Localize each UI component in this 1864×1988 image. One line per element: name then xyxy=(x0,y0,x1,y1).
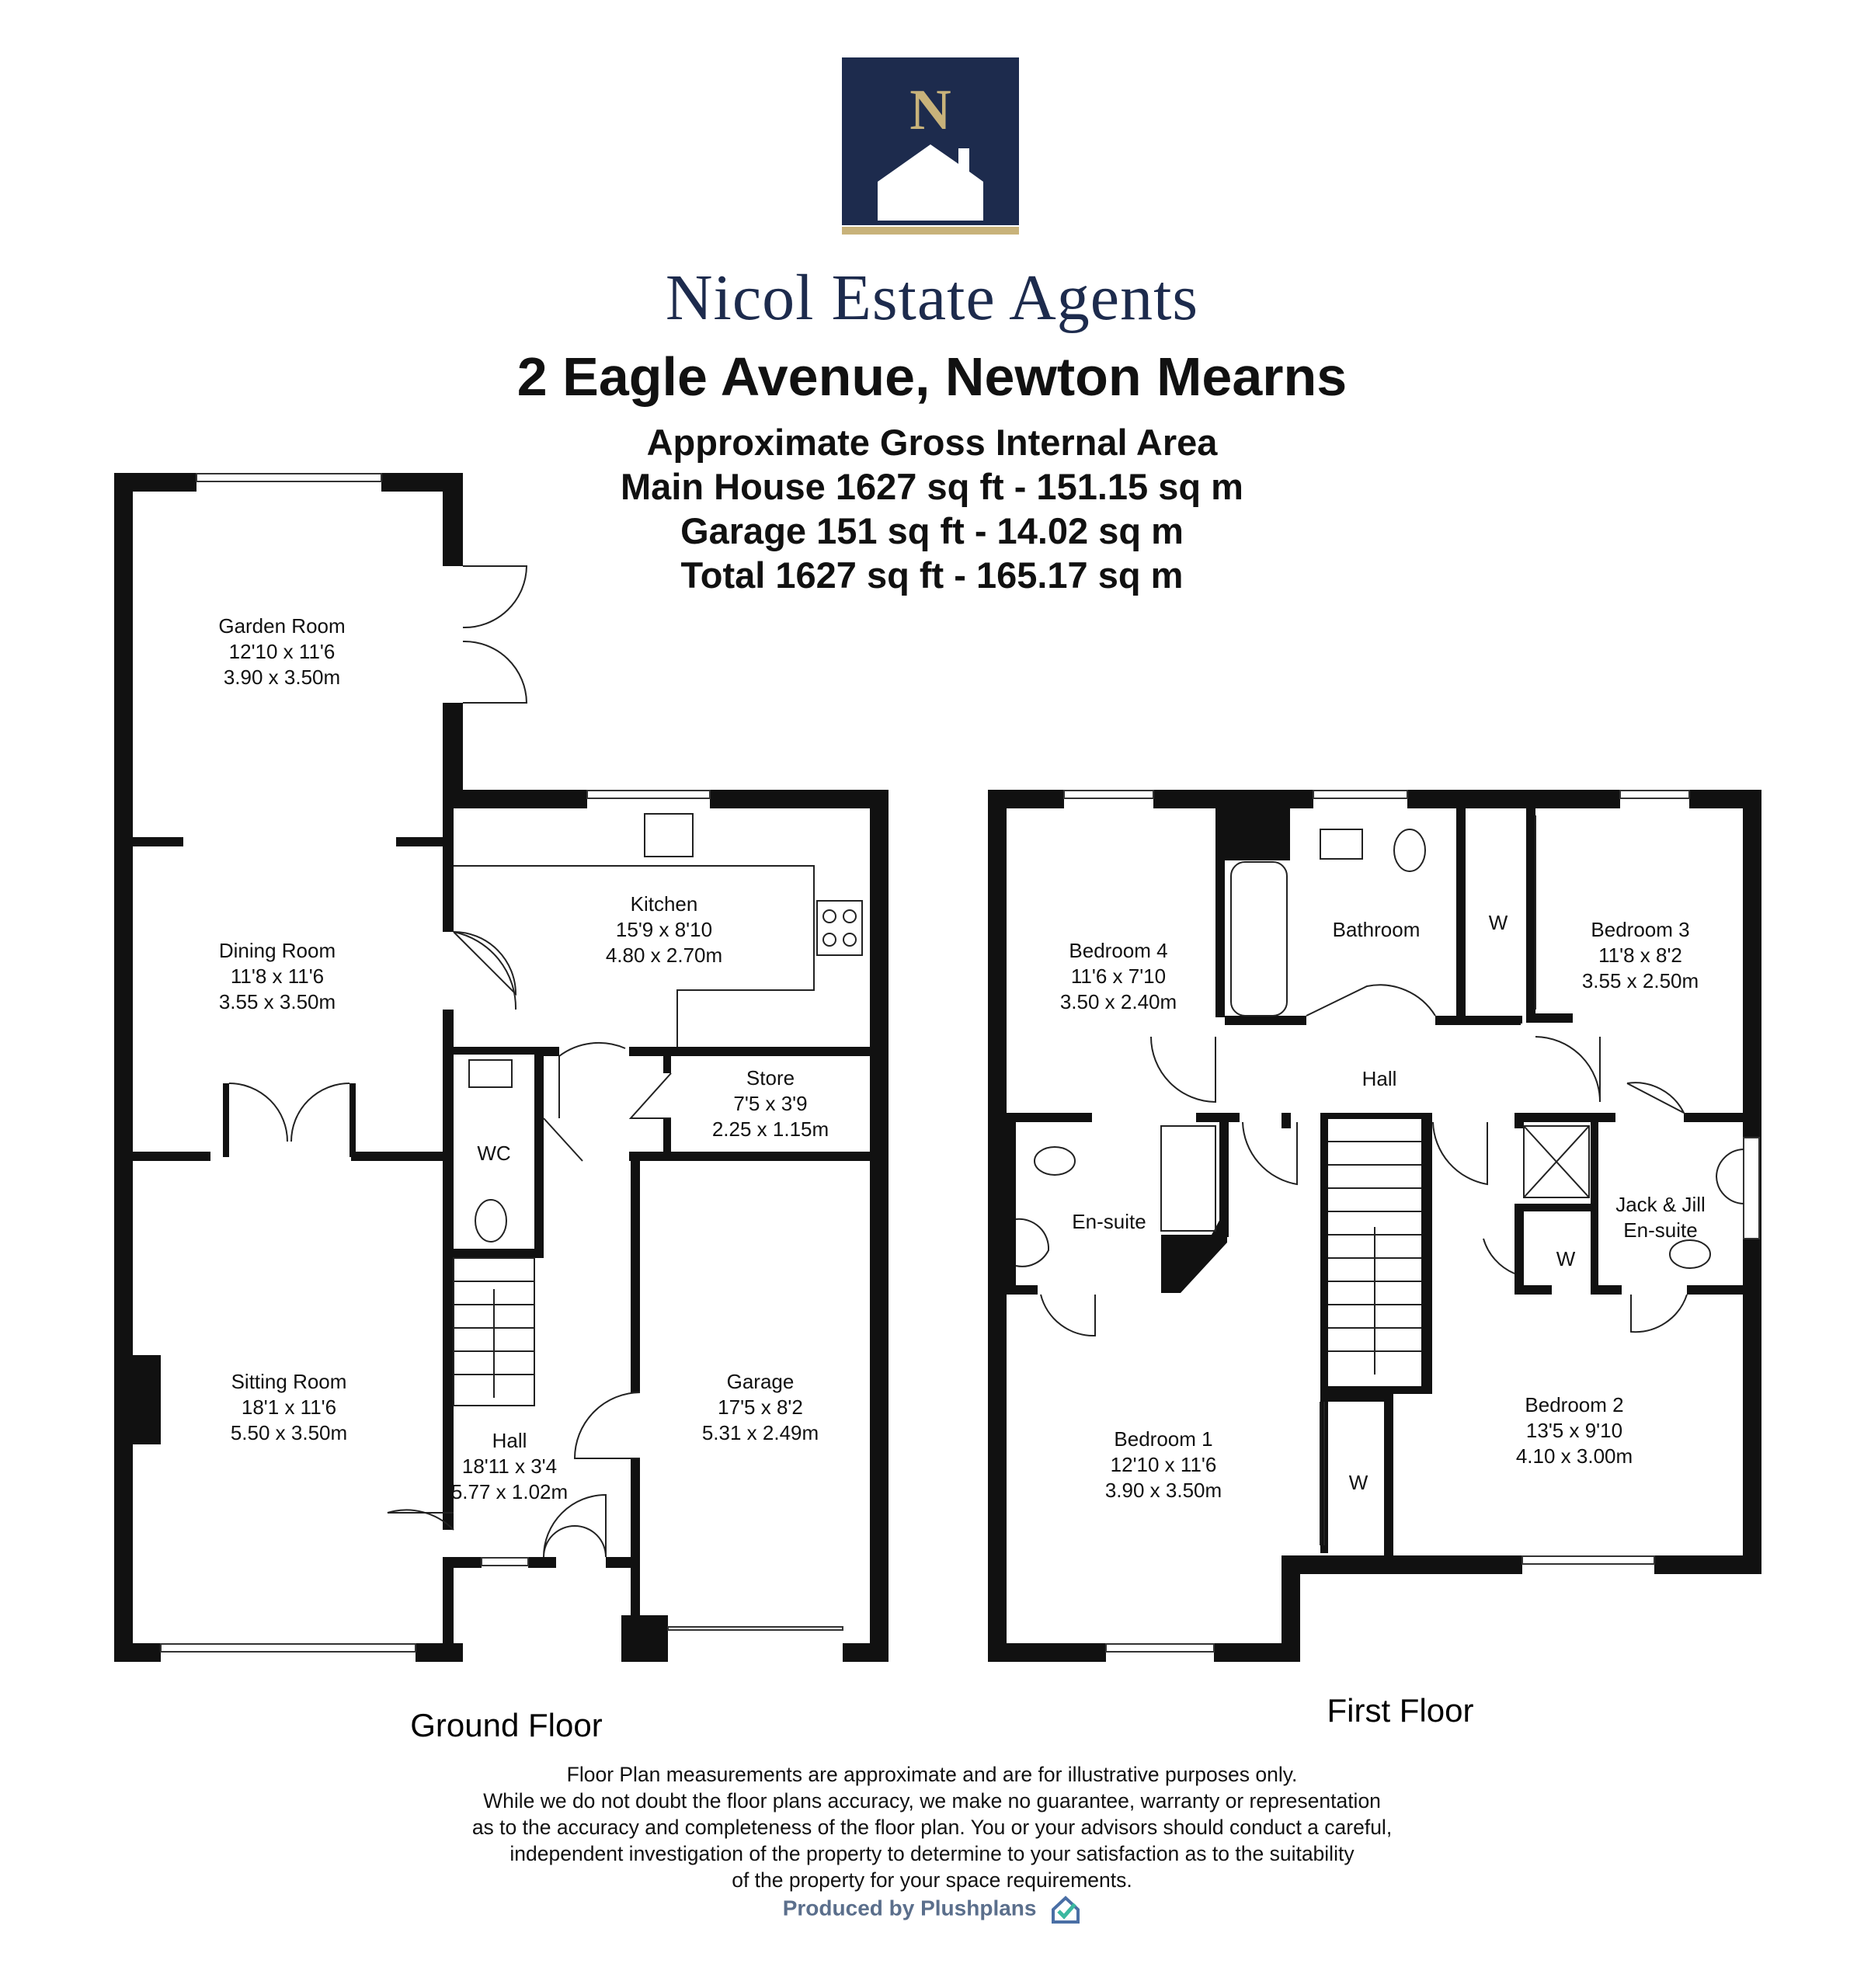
bedroom-3-imperial: 11'8 x 8'2 xyxy=(1598,944,1682,967)
produced-by: Produced by Plushplans xyxy=(0,1894,1864,1925)
garden-room-metric: 3.90 x 3.50m xyxy=(224,666,340,689)
disclaimer-line: Floor Plan measurements are approximate … xyxy=(566,1763,1298,1786)
produced-by-text: Produced by Plushplans xyxy=(782,1896,1037,1920)
bedroom-3-wardrobe-label: W xyxy=(1489,911,1508,934)
jack-jill-wardrobe-label: W xyxy=(1556,1247,1576,1270)
kitchen-metric: 4.80 x 2.70m xyxy=(606,944,722,967)
garage-imperial: 17'5 x 8'2 xyxy=(718,1395,803,1419)
bedroom-2-label: Bedroom 2 xyxy=(1525,1393,1623,1416)
area-main-house: Main House 1627 sq ft - 151.15 sq m xyxy=(621,466,1243,507)
bathroom-label: Bathroom xyxy=(1333,918,1421,941)
company-logo: N xyxy=(842,57,1019,225)
sitting-room-label: Sitting Room xyxy=(231,1370,347,1393)
jack-jill-label: Jack & Jill xyxy=(1615,1193,1706,1216)
kitchen-label: Kitchen xyxy=(631,892,698,916)
first-hall-label: Hall xyxy=(1362,1067,1397,1090)
garage-label: Garage xyxy=(727,1370,795,1393)
disclaimer-line: of the property for your space requireme… xyxy=(732,1868,1132,1892)
dining-room-metric: 3.55 x 3.50m xyxy=(219,990,336,1013)
ground-hall-imperial: 18'11 x 3'4 xyxy=(462,1455,557,1478)
bedroom-2-metric: 4.10 x 3.00m xyxy=(1516,1444,1633,1468)
jack-jill-sub-label: En-suite xyxy=(1623,1218,1697,1242)
store-label: Store xyxy=(746,1066,795,1090)
dining-room-imperial: 11'8 x 11'6 xyxy=(231,964,324,988)
ensuite-label: En-suite xyxy=(1072,1210,1146,1233)
ground-hall-label: Hall xyxy=(492,1429,527,1452)
logo-underline xyxy=(842,227,1019,235)
bedroom-4-label: Bedroom 4 xyxy=(1069,939,1167,962)
sitting-room-metric: 5.50 x 3.50m xyxy=(231,1421,347,1444)
area-garage: Garage 151 sq ft - 14.02 sq m xyxy=(680,510,1184,551)
bedroom-2-imperial: 13'5 x 9'10 xyxy=(1526,1419,1622,1442)
disclaimer-line: independent investigation of the propert… xyxy=(509,1842,1355,1865)
ground-hall-metric: 5.77 x 1.02m xyxy=(451,1480,568,1503)
area-heading: Approximate Gross Internal Area xyxy=(646,422,1218,463)
bedroom-1-imperial: 12'10 x 11'6 xyxy=(1111,1453,1217,1476)
store-imperial: 7'5 x 3'9 xyxy=(733,1092,807,1115)
ground-floor-label: Ground Floor xyxy=(410,1707,602,1743)
brand-name: Nicol Estate Agents xyxy=(665,262,1199,334)
plushplans-icon xyxy=(1052,1896,1080,1924)
bedroom-1-wardrobe-label: W xyxy=(1349,1471,1368,1494)
wc-label: WC xyxy=(477,1142,510,1165)
bedroom-4-imperial: 11'6 x 7'10 xyxy=(1071,964,1166,988)
store-metric: 2.25 x 1.15m xyxy=(712,1117,829,1141)
bedroom-4-metric: 3.50 x 2.40m xyxy=(1060,990,1177,1013)
disclaimer-line: as to the accuracy and completeness of t… xyxy=(471,1816,1393,1839)
disclaimer-line: While we do not doubt the floor plans ac… xyxy=(483,1789,1381,1812)
bedroom-1-label: Bedroom 1 xyxy=(1114,1427,1212,1451)
sitting-room-imperial: 18'1 x 11'6 xyxy=(242,1395,336,1419)
kitchen-imperial: 15'9 x 8'10 xyxy=(616,918,712,941)
bedroom-1-metric: 3.90 x 3.50m xyxy=(1105,1479,1222,1502)
bedroom-3-label: Bedroom 3 xyxy=(1591,918,1689,941)
dining-room-label: Dining Room xyxy=(219,939,336,962)
garden-room-label: Garden Room xyxy=(218,614,345,638)
first-floor-label: First Floor xyxy=(1327,1692,1474,1729)
area-total: Total 1627 sq ft - 165.17 sq m xyxy=(680,554,1184,596)
garden-room-imperial: 12'10 x 11'6 xyxy=(229,640,336,663)
logo-letter: N xyxy=(909,78,951,142)
garage-metric: 5.31 x 2.49m xyxy=(702,1421,819,1444)
bedroom-3-metric: 3.55 x 2.50m xyxy=(1582,969,1699,992)
property-address: 2 Eagle Avenue, Newton Mearns xyxy=(516,346,1348,407)
